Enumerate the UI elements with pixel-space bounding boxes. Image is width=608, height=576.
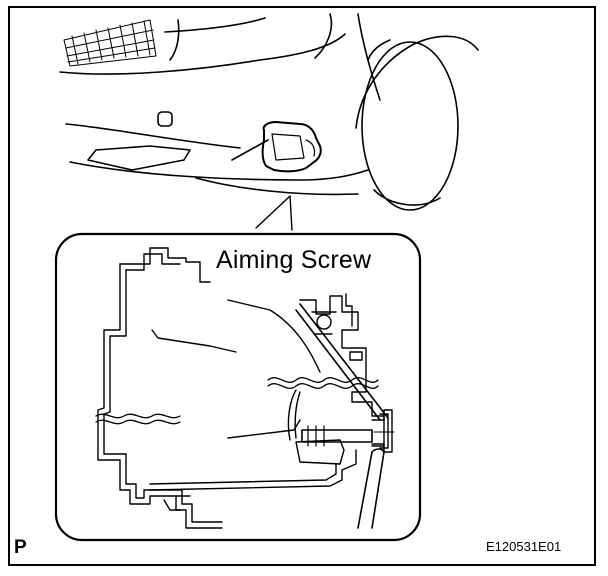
break-line-upper	[267, 377, 379, 383]
bumper-sensor	[157, 111, 173, 127]
fog-lamp-cross-section	[95, 247, 395, 529]
fog-lamp-housing	[261, 121, 322, 173]
aiming-screw-label: Aiming Screw	[216, 246, 372, 274]
callout-pointer	[255, 195, 293, 231]
figure-frame	[8, 6, 596, 566]
figure-code: E120531E01	[486, 539, 562, 554]
wheel	[355, 35, 479, 211]
front-bumper-view	[59, 13, 479, 231]
screwdriver	[295, 303, 389, 529]
detail-callout-box	[54, 232, 422, 542]
corner-mark: P	[14, 537, 27, 558]
grille-mesh	[63, 19, 157, 67]
break-line-lower	[95, 413, 181, 419]
